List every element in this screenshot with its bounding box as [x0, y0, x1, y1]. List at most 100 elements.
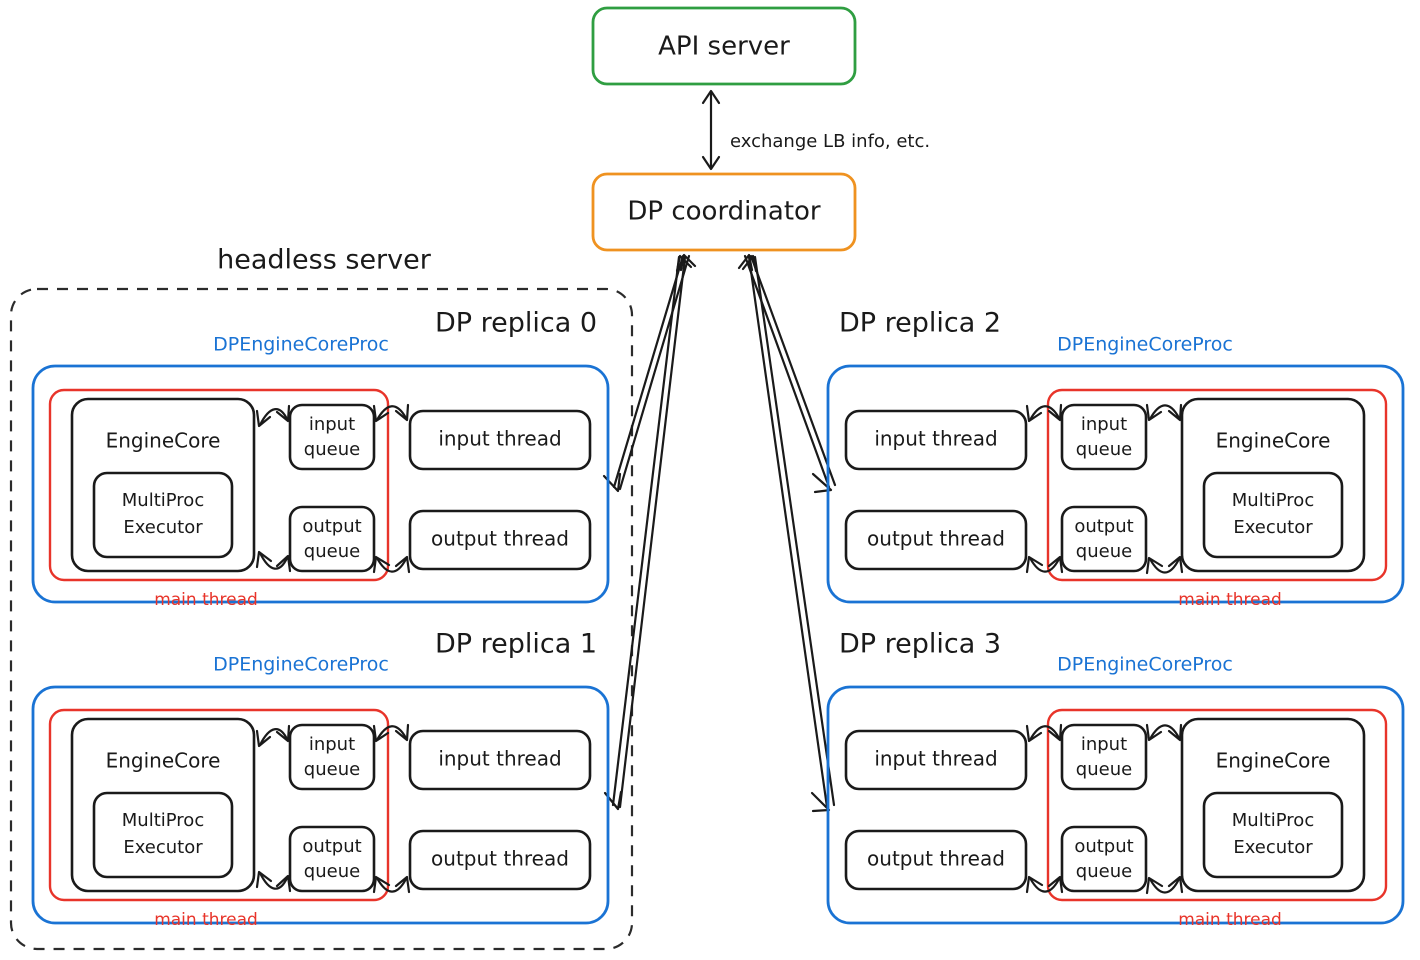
- replica-0-output-queue-line2: queue: [304, 541, 360, 562]
- replica-0-engine-core-box[interactable]: [70, 397, 256, 573]
- replica-0-output-thread-label: output thread: [431, 527, 569, 551]
- dp-coordinator-border: [591, 172, 857, 252]
- replica-0-multiproc-executor-line2: Executor: [123, 517, 203, 538]
- headless-server-label: headless server: [217, 245, 432, 276]
- replica-0-input-thread-box[interactable]: [408, 409, 592, 471]
- dp-coordinator-box[interactable]: [593, 174, 855, 250]
- replica-1-outputqueue-outputthread-arrow: [372, 875, 411, 894]
- replica-3-input-thread-label: input thread: [874, 747, 997, 771]
- replica-3-multiproc-executor-line2: Executor: [1233, 837, 1313, 858]
- replica-1: DP replica 1 DPEngineCoreProc main threa…: [31, 629, 610, 930]
- replica-1-output-queue-line2: queue: [304, 861, 360, 882]
- replica-2-output-thread-box[interactable]: [844, 509, 1028, 571]
- replica-3-input-thread-box[interactable]: [844, 729, 1028, 791]
- replica-2-input-thread-label: input thread: [874, 427, 997, 451]
- replica-0-core-outputqueue-arrow: [255, 550, 292, 573]
- replica-0-proc-box[interactable]: [31, 364, 610, 604]
- replica-2-output-queue-box[interactable]: [1060, 505, 1148, 573]
- replica-1-input-thread-box[interactable]: [408, 729, 592, 791]
- replica-2-engine-core-box[interactable]: [1180, 397, 1366, 573]
- replica-2-outputthread-outputqueue-arrow: [1025, 555, 1064, 574]
- replica-0-outputqueue-outputthread-arrow: [372, 555, 411, 574]
- replica-3-title: DP replica 3: [839, 629, 1001, 660]
- replica-2: DP replica 2 DPEngineCoreProc main threa…: [826, 308, 1405, 610]
- replica-0-output-queue-box[interactable]: [288, 505, 376, 573]
- replica-0-input-thread-label: input thread: [438, 427, 561, 451]
- replica-2-input-queue-box[interactable]: [1060, 403, 1148, 471]
- replica-2-main-thread-box[interactable]: [1046, 388, 1388, 582]
- replica-3-inputthread-inputqueue-arrow: [1025, 723, 1063, 743]
- replica-1-main-thread-label: main thread: [154, 910, 258, 930]
- replica-1-output-thread-box[interactable]: [408, 829, 592, 891]
- replica-1-output-thread-label: output thread: [431, 847, 569, 871]
- replica-3-output-thread-label: output thread: [867, 847, 1005, 871]
- api-coordinator-arrow: [701, 89, 721, 171]
- replica-2-input-queue-line1: input: [1081, 414, 1127, 435]
- replica-2-proc-label: DPEngineCoreProc: [1057, 334, 1233, 356]
- replica-1-multiproc-executor-box[interactable]: [92, 791, 234, 879]
- replica-1-input-queue-box[interactable]: [288, 723, 376, 791]
- replica-1-engine-core-label: EngineCore: [106, 749, 221, 773]
- replica-2-title: DP replica 2: [839, 308, 1001, 339]
- coordinator-replica-3-arrow: [741, 254, 836, 813]
- replica-3-input-queue-line2: queue: [1076, 759, 1132, 780]
- replica-2-output-thread-label: output thread: [867, 527, 1005, 551]
- replica-2-outputqueue-core-arrow: [1145, 555, 1184, 575]
- replica-1-proc-box[interactable]: [31, 685, 610, 925]
- replica-3-main-thread-box[interactable]: [1046, 708, 1388, 902]
- replica-2-inputqueue-core-arrow: [1145, 403, 1183, 422]
- replica-0-multiproc-executor-line1: MultiProc: [122, 490, 204, 511]
- replica-0-title: DP replica 0: [435, 308, 597, 339]
- replica-0-input-queue-box[interactable]: [288, 403, 376, 471]
- replica-1-multiproc-executor-line2: Executor: [123, 837, 203, 858]
- replica-1-input-queue-line2: queue: [304, 759, 360, 780]
- replica-0-main-thread-box[interactable]: [48, 388, 390, 582]
- replica-3-multiproc-executor-box[interactable]: [1202, 791, 1344, 879]
- replica-0-proc-label: DPEngineCoreProc: [213, 334, 389, 356]
- replica-1-proc-label: DPEngineCoreProc: [213, 654, 389, 676]
- replica-0-output-queue-line1: output: [302, 516, 361, 537]
- replica-2-multiproc-executor-box[interactable]: [1202, 471, 1344, 559]
- coordinator-replica-1-arrow: [603, 254, 693, 811]
- replica-3: DP replica 3 DPEngineCoreProc main threa…: [826, 629, 1405, 930]
- replica-0-main-thread-label: main thread: [154, 590, 258, 610]
- replica-0-core-inputqueue-arrow: [255, 404, 291, 428]
- replica-1-output-queue-box[interactable]: [288, 825, 376, 893]
- headless-server-boundary: [9, 287, 634, 951]
- replica-0-engine-core-label: EngineCore: [106, 429, 221, 453]
- replica-3-output-queue-box[interactable]: [1060, 825, 1148, 893]
- replica-3-output-queue-line1: output: [1074, 836, 1133, 857]
- replica-0-input-queue-line1: input: [309, 414, 355, 435]
- replica-0-input-queue-line2: queue: [304, 439, 360, 460]
- replica-0-inputqueue-inputthread-arrow: [372, 403, 410, 423]
- replica-3-main-thread-label: main thread: [1178, 910, 1282, 930]
- replica-3-input-queue-line1: input: [1081, 734, 1127, 755]
- replica-3-outputqueue-core-arrow: [1145, 875, 1184, 895]
- replica-1-title: DP replica 1: [435, 629, 597, 660]
- replica-2-input-queue-line2: queue: [1076, 439, 1132, 460]
- replica-3-output-thread-box[interactable]: [844, 829, 1028, 891]
- replica-3-input-queue-box[interactable]: [1060, 723, 1148, 791]
- replica-1-inputqueue-inputthread-arrow: [372, 723, 410, 743]
- api-server-box[interactable]: [593, 8, 855, 84]
- replica-3-engine-core-label: EngineCore: [1216, 749, 1331, 773]
- replica-3-outputthread-outputqueue-arrow: [1025, 875, 1064, 894]
- replica-3-proc-box[interactable]: [826, 685, 1405, 925]
- replica-3-engine-core-box[interactable]: [1180, 717, 1366, 893]
- replica-3-multiproc-executor-line1: MultiProc: [1232, 810, 1314, 831]
- replica-1-output-queue-line1: output: [302, 836, 361, 857]
- replica-1-multiproc-executor-line1: MultiProc: [122, 810, 204, 831]
- replica-1-input-thread-label: input thread: [438, 747, 561, 771]
- replica-1-core-inputqueue-arrow: [255, 724, 291, 748]
- replica-3-inputqueue-core-arrow: [1145, 723, 1183, 742]
- replica-0-output-thread-box[interactable]: [408, 509, 592, 571]
- replica-2-proc-box[interactable]: [826, 364, 1405, 604]
- replica-2-multiproc-executor-line1: MultiProc: [1232, 490, 1314, 511]
- replica-1-engine-core-box[interactable]: [70, 717, 256, 893]
- replica-2-input-thread-box[interactable]: [844, 409, 1028, 471]
- replica-0-multiproc-executor-box[interactable]: [92, 471, 234, 559]
- replica-1-main-thread-box[interactable]: [48, 708, 390, 902]
- exchange-lb-info-label: exchange LB info, etc.: [730, 131, 930, 152]
